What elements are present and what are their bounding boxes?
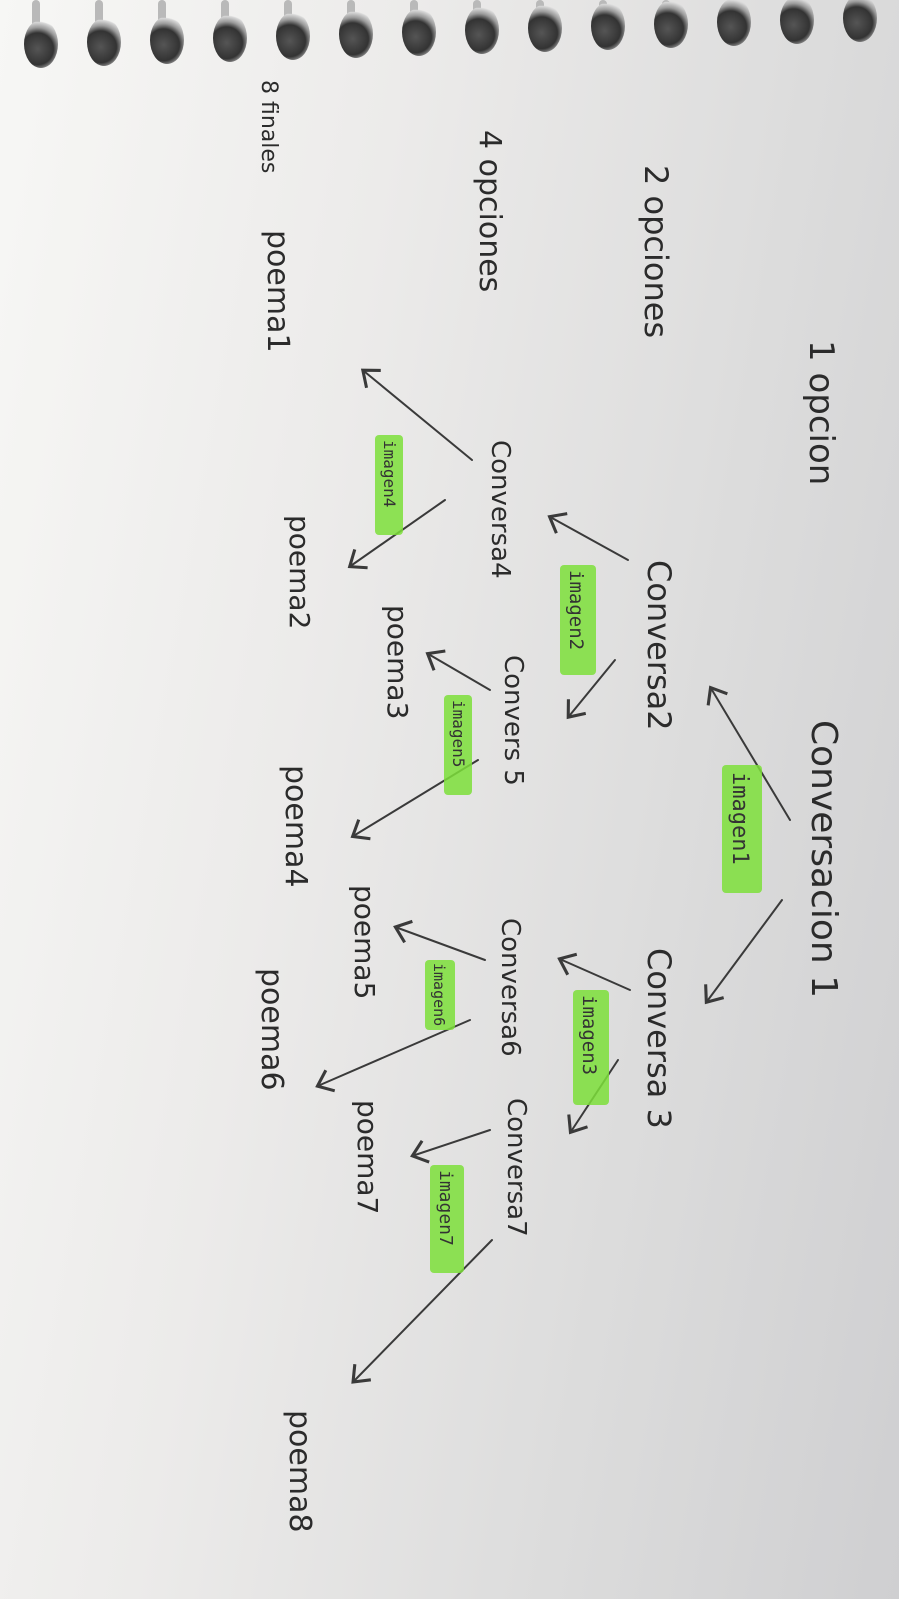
spiral-ring [339,10,373,58]
node-conversa7: Conversa7 [501,1098,531,1237]
imagen6-label: imagen6 [430,963,448,1026]
spiral-ring [717,0,751,46]
node-poema8: poema8 [282,1410,317,1533]
imagen4-highlight [375,435,403,535]
spiral-ring [276,12,310,60]
imagen5-highlight [444,695,472,795]
row-label-4: 8 finales [256,80,281,173]
arrow-c6-to-p6 [315,1019,471,1093]
spiral-ring [843,0,877,42]
spiral-ring [591,2,625,50]
node-poema7: poema7 [351,1100,384,1214]
node-poema2: poema2 [283,515,316,629]
imagen5-label: imagen5 [449,700,468,767]
arrow-c2-to-c4 [547,512,629,561]
imagen7-highlight [430,1165,464,1273]
node-poema4: poema4 [278,765,313,888]
node-conversa2: Conversa2 [640,560,678,731]
row-label-3: 4 opciones [472,130,507,292]
imagen7-label: imagen7 [435,1170,456,1246]
arrow-c6-to-p5 [393,919,486,961]
node-conversacion1: Conversacion 1 [803,720,844,998]
spiral-ring [150,16,184,64]
imagen6-highlight [425,960,455,1030]
arrow-c3-to-c6 [557,952,631,991]
node-conversa5: Convers 5 [498,655,528,786]
imagen3-label: imagen3 [578,995,600,1075]
imagen1-label: imagen1 [727,772,752,865]
imagen2-label: imagen2 [565,570,587,650]
arrow-c1-to-c3 [704,899,783,1005]
arrow-c4-to-p1 [360,368,473,461]
spiral-ring [528,4,562,52]
spiral-ring [213,14,247,62]
imagen3-highlight [573,990,609,1105]
imagen1-highlight [722,765,762,893]
arrow-c7-to-p7 [410,1129,491,1164]
node-poema5: poema5 [348,885,381,999]
node-conversa4: Conversa4 [485,440,515,579]
row-label-1: 1 opcion [801,340,841,485]
spiral-ring [402,8,436,56]
spiral-ring [465,6,499,54]
arrow-c2-to-c5 [566,659,616,720]
arrow-c5-to-p3 [425,649,491,691]
node-conversa3: Conversa 3 [640,948,678,1129]
node-poema1: poema1 [260,230,295,353]
spiral-ring [87,18,121,66]
arrow-c1-to-c2 [706,685,791,821]
imagen4-label: imagen4 [380,440,399,507]
spiral-ring [654,0,688,48]
node-poema3: poema3 [381,605,414,719]
spiral-ring [24,20,58,68]
arrow-c7-to-p8 [351,1239,493,1384]
imagen2-highlight [560,565,596,675]
spiral-ring [780,0,814,44]
node-conversa6: Conversa6 [495,918,525,1057]
node-poema6: poema6 [254,968,289,1091]
row-label-2: 2 opciones [637,165,675,338]
